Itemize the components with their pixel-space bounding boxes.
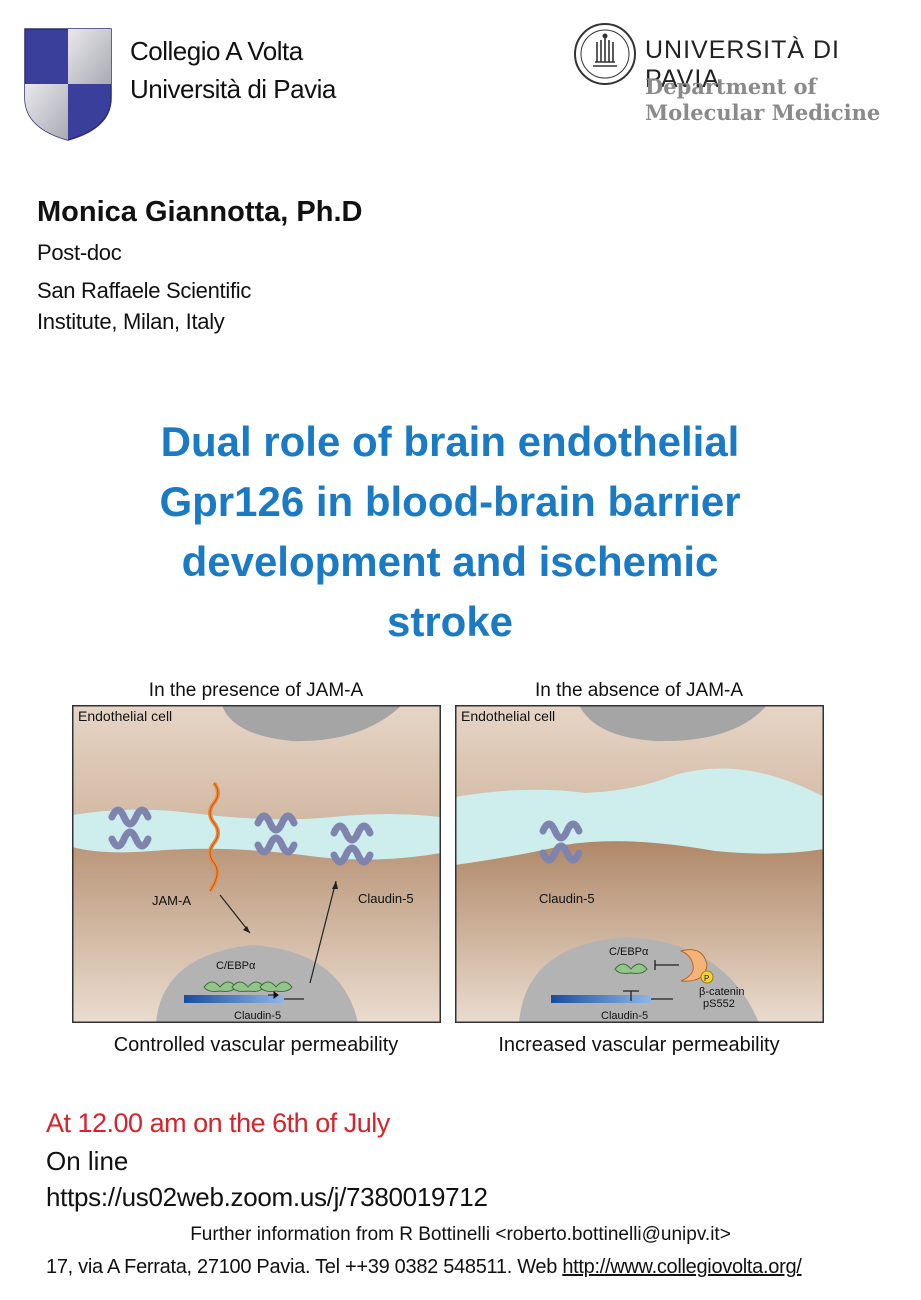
arrow	[219, 894, 251, 934]
contact-info: Further information from R Bottinelli <r…	[190, 1224, 731, 1245]
right-panel-caption: Increased vascular permeability	[498, 1034, 780, 1056]
claudin-label: Claudin-5	[358, 891, 414, 906]
tf-monomer	[614, 963, 648, 974]
address-text: 17, via A Ferrata, 27100 Pavia. Tel ++39…	[46, 1256, 563, 1278]
claudin-protein	[254, 812, 298, 856]
college-website-link[interactable]: http://www.collegiovolta.org/	[562, 1256, 802, 1278]
beta-catenin-protein	[679, 949, 708, 982]
cell-label: Endothelial cell	[461, 708, 555, 724]
right-panel-diagram: Endothelial cell Claudin-5 C/EBPα P β-ca…	[455, 705, 824, 1023]
department-line-2: Molecular Medicine	[645, 100, 881, 125]
university-seal-logo	[574, 23, 636, 85]
arrow	[309, 880, 337, 984]
gene-label: Claudin-5	[601, 1010, 648, 1022]
talk-title-line-1: Dual role of brain endothelial	[160, 418, 740, 465]
phospho-icon	[700, 970, 714, 984]
college-university: Università di Pavia	[130, 74, 336, 104]
department-name: Department of Molecular Medicine	[645, 74, 880, 126]
claudin-protein	[330, 822, 374, 866]
right-panel-heading: In the absence of JAM-A	[534, 680, 744, 701]
left-panel-caption: Controlled vascular permeability	[113, 1034, 399, 1056]
talk-title-line-2: Gpr126 in blood-brain barrier	[159, 478, 741, 525]
talk-title: Dual role of brain endothelial Gpr126 in…	[60, 412, 840, 652]
claudin-label: Claudin-5	[539, 891, 595, 906]
phospho-label: P	[704, 974, 709, 983]
cell-label: Endothelial cell	[78, 708, 172, 724]
gene-label: Claudin-5	[234, 1010, 281, 1022]
jam-a-label: JAM-A	[152, 893, 191, 908]
college-name: Collegio A Volta	[130, 36, 303, 66]
catenin-phospho-label: pS552	[703, 998, 735, 1010]
nucleus-top	[222, 705, 402, 742]
claudin-5-gene	[551, 995, 651, 1003]
tf-label: C/EBPα	[609, 946, 649, 958]
speaker-affiliation-line-2: Institute, Milan, Italy	[37, 309, 225, 334]
claudin-5-gene	[184, 995, 284, 1003]
nucleus-top	[579, 705, 767, 742]
event-mode: On line	[46, 1146, 129, 1176]
university-name: UNIVERSITÀ DI PAVIA	[645, 36, 840, 93]
talk-title-line-3: development and ischemic	[181, 538, 719, 585]
address-line: 17, via A Ferrata, 27100 Pavia. Tel ++39…	[46, 1256, 802, 1279]
claudin-protein	[108, 806, 152, 850]
event-date: At 12.00 am on the 6th of July	[46, 1108, 390, 1138]
speaker-affiliation-line-1: San Raffaele Scientific	[37, 278, 252, 303]
inhibition-arrow	[654, 960, 679, 970]
college-shield-logo	[24, 28, 112, 141]
college-info: Collegio A Volta Università di Pavia	[130, 32, 336, 108]
zoom-link[interactable]: https://us02web.zoom.us/j/7380019712	[46, 1182, 488, 1212]
tf-dimer	[203, 981, 293, 992]
department-line-1: Department of	[645, 74, 817, 99]
left-panel-heading: In the presence of JAM-A	[148, 680, 364, 701]
tf-label: C/EBPα	[216, 960, 256, 972]
claudin-protein	[539, 820, 583, 864]
catenin-label: β-catenin	[699, 986, 744, 998]
speaker-position: Post-doc	[37, 240, 122, 265]
speaker-name: Monica Giannotta, Ph.D	[37, 196, 363, 228]
left-panel-diagram: JAM-A Claudin-5 Endothelial cell C/EBPα …	[72, 705, 441, 1023]
talk-title-line-4: stroke	[386, 598, 514, 645]
